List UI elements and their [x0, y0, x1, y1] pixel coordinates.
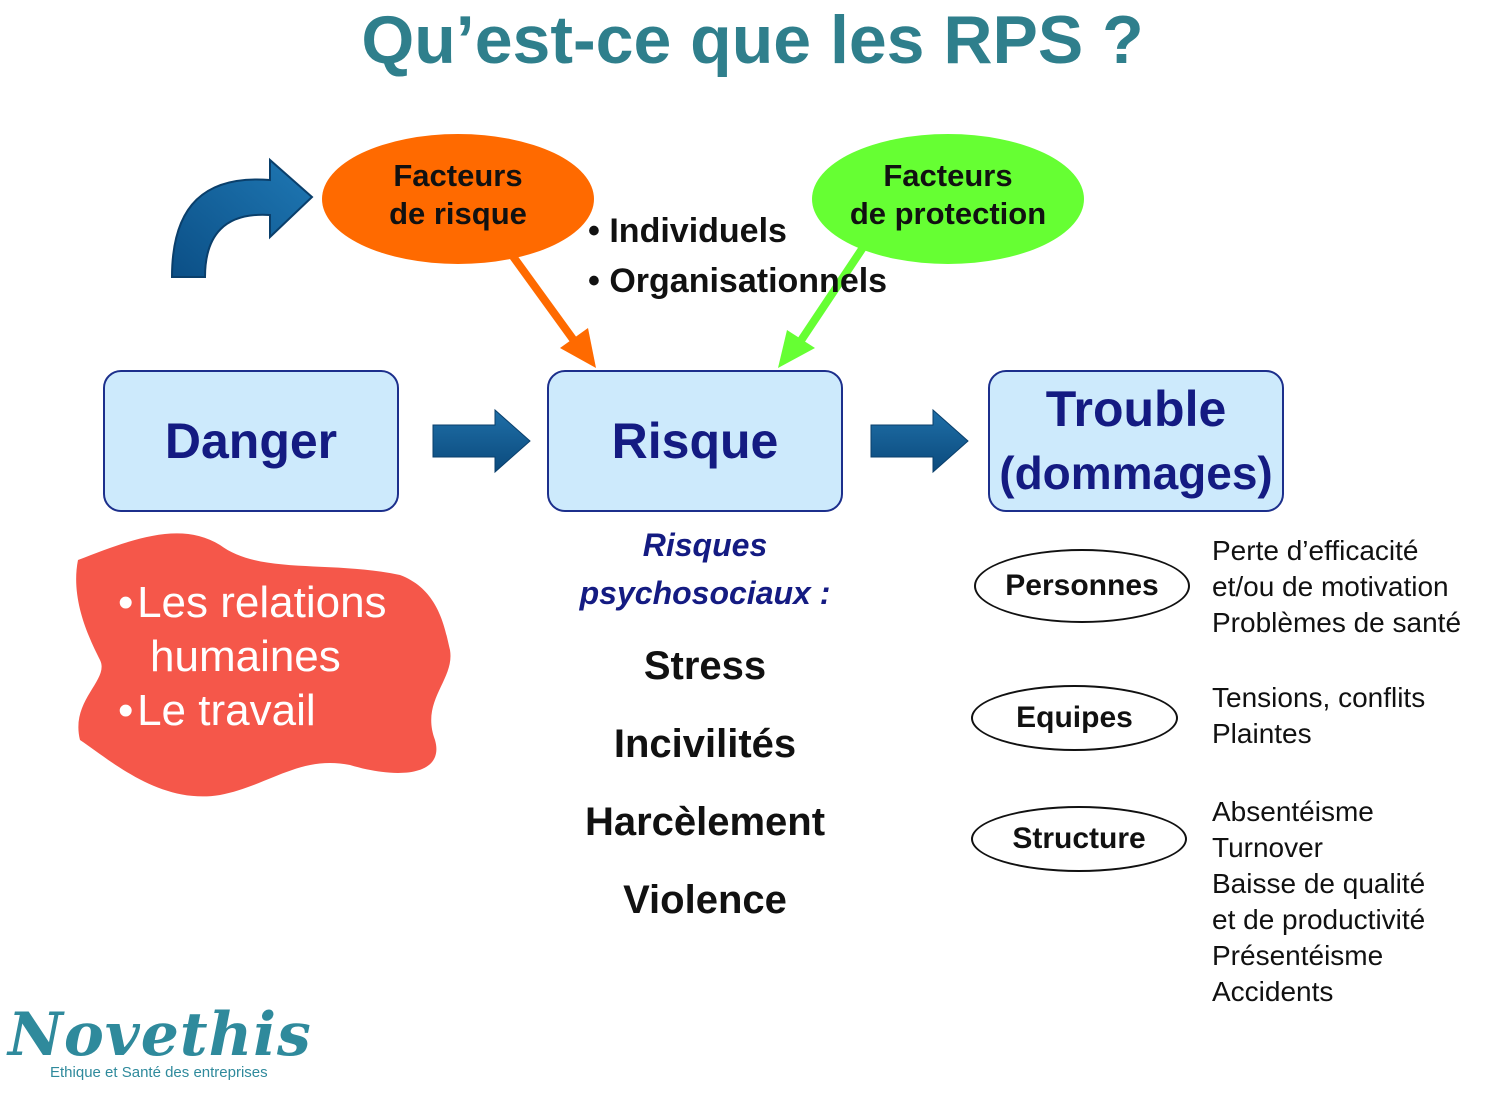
danger-source-item: • Le travail [118, 686, 316, 735]
impact-personnes-pill: Personnes [974, 549, 1190, 623]
effect-item: Problèmes de santé [1212, 607, 1462, 638]
effect-item: Turnover [1212, 832, 1324, 863]
risque-label: Risque [611, 413, 779, 469]
curved-arrow-icon [170, 157, 314, 278]
impact-equipes-pill: Equipes [971, 685, 1178, 751]
risk-factor-label-line: de risque [389, 196, 527, 231]
protection-factor-bubble [812, 134, 1084, 264]
impact-structure-effects: Absentéisme Turnover Baisse de qualité e… [1212, 794, 1425, 1010]
rps-item: Violence [623, 878, 787, 922]
effect-item: Tensions, conflits [1212, 682, 1426, 713]
effect-item: Accidents [1212, 976, 1334, 1007]
effect-item: Plaintes [1212, 718, 1312, 749]
danger-sources-list: • Les relations humaines • Le travail [118, 576, 387, 738]
impact-label: Personnes [1005, 569, 1159, 602]
risk-factor-arrowhead-icon [560, 328, 596, 368]
protection-factor-label: Facteurs de protection [818, 157, 1078, 233]
risk-factor-bubble [322, 134, 594, 264]
risque-box: Risque [547, 370, 843, 512]
effect-item: et de productivité [1212, 904, 1426, 935]
protection-factor-label-line: de protection [849, 196, 1047, 231]
factor-type-item: • Individuels [588, 212, 787, 250]
impact-label: Equipes [1016, 701, 1133, 734]
effect-item: Perte d’efficacité [1212, 535, 1419, 566]
protection-factor-label-line: Facteurs [883, 158, 1013, 193]
factor-type-item: • Organisationnels [588, 262, 888, 300]
rps-item: Stress [643, 644, 767, 688]
danger-source-item: • Les relations [118, 578, 387, 627]
danger-sources-blob [76, 533, 451, 797]
impact-structure-pill: Structure [971, 806, 1187, 872]
effect-item: et/ou de motivation [1212, 571, 1449, 602]
rps-heading-line: Risques [642, 527, 768, 563]
impact-label: Structure [1012, 822, 1146, 855]
danger-box: Danger [103, 370, 399, 512]
factor-type-label: Individuels [609, 212, 787, 250]
effect-item: Présentéisme [1212, 940, 1384, 971]
danger-label: Danger [164, 413, 338, 469]
risk-factor-label-line: Facteurs [393, 158, 523, 193]
logo-tagline: Ethique et Santé des entreprises [50, 1064, 268, 1081]
danger-source-label: Le travail [137, 686, 316, 735]
trouble-label: Trouble [1045, 381, 1227, 437]
danger-source-continuation: humaines [150, 632, 341, 681]
effect-item: Absentéisme [1212, 796, 1374, 827]
impact-equipes-effects: Tensions, conflits Plaintes [1212, 680, 1425, 752]
novethis-logo: Novethis [8, 1000, 312, 1070]
protection-factor-arrow [796, 237, 872, 345]
effect-item: Baisse de qualité [1212, 868, 1426, 899]
page-title: Qu’est-ce que les RPS ? [361, 2, 1144, 78]
risk-factor-arrow [508, 252, 579, 345]
trouble-box: Trouble (dommages) [988, 370, 1284, 512]
rps-item: Incivilités [613, 722, 797, 766]
block-arrow-icon [432, 408, 531, 474]
protection-factor-arrowhead-icon [778, 330, 815, 368]
danger-source-label: Les relations [137, 578, 387, 627]
rps-heading: Risques psychosociaux : [540, 521, 870, 617]
risk-factor-label: Facteurs de risque [328, 157, 588, 233]
trouble-sublabel: (dommages) [999, 447, 1273, 499]
factor-type-label: Organisationnels [609, 262, 888, 300]
block-arrow-icon [870, 408, 969, 474]
factor-types-list: • Individuels • Organisationnels [588, 206, 887, 306]
rps-item: Harcèlement [584, 800, 826, 844]
impact-personnes-effects: Perte d’efficacité et/ou de motivation P… [1212, 533, 1461, 641]
rps-heading-line: psychosociaux : [579, 575, 831, 611]
